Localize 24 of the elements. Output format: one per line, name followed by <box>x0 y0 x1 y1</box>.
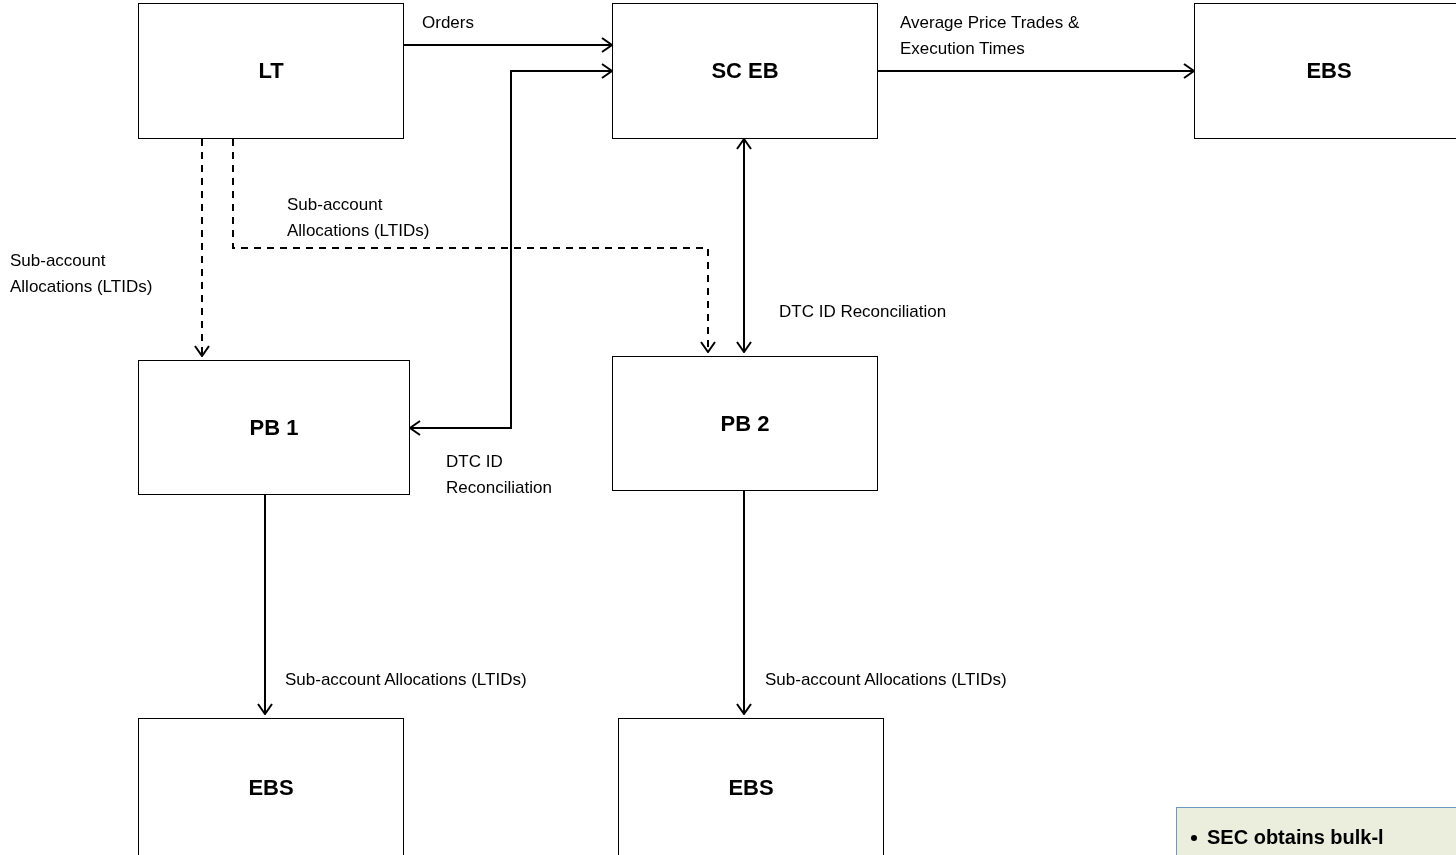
note-text: SEC obtains bulk-l <box>1207 826 1384 849</box>
process-box <box>612 3 878 139</box>
process-box <box>138 360 410 495</box>
box-label: EBS <box>728 775 774 801</box>
process-box <box>138 3 404 139</box>
box-label: SC EB <box>711 58 779 84</box>
process-box <box>1194 3 1456 139</box>
box-label: EBS <box>1306 58 1352 84</box>
box-label: PB 2 <box>720 410 770 437</box>
box-label: EBS <box>248 775 294 801</box>
arrow <box>257 494 273 715</box>
dashed-arrow <box>232 138 716 353</box>
arrow <box>736 138 752 353</box>
arrow <box>736 490 752 715</box>
box-label: PB 1 <box>249 414 299 441</box>
arrow <box>877 63 1195 79</box>
dashed-arrow <box>194 138 210 357</box>
note-box <box>1176 807 1456 855</box>
process-box <box>138 718 404 855</box>
arrow <box>409 63 613 436</box>
process-box <box>612 356 878 491</box>
process-box <box>618 718 884 855</box>
arrow <box>403 37 613 53</box>
box-label: LT <box>258 58 284 84</box>
